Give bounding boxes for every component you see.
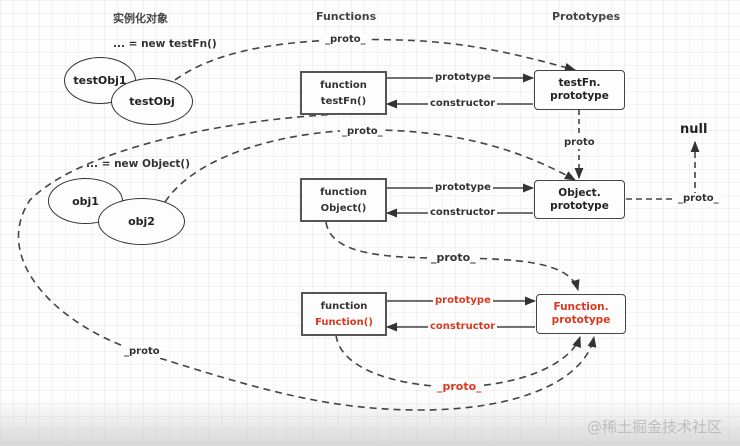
instance-obj2[interactable]: obj2 (98, 198, 185, 245)
instance-testobj[interactable]: testObj (111, 78, 193, 125)
prototype-box-testfn[interactable]: testFn. prototype (534, 70, 625, 110)
prototype-label: prototype (550, 90, 609, 102)
edge-object-prototype-null (626, 140, 700, 200)
prototype-box-function[interactable]: Function. prototype (536, 294, 626, 334)
function-name: testFn() (320, 95, 367, 107)
column-title-instances: 实例化对象 (113, 12, 168, 25)
caption-new-object: ... = new Object() (86, 158, 191, 170)
label-object-constructor: constructor (428, 207, 498, 219)
function-keyword: function (320, 79, 367, 91)
prototype-label: prototype (550, 199, 609, 212)
label-function-fn-proto: _proto_ (435, 380, 484, 393)
watermark: @稀土掘金技术社区 (587, 418, 723, 436)
function-keyword: function (320, 300, 368, 312)
label-function-prototype: prototype (433, 295, 493, 307)
label-object-prototype: prototype (433, 182, 493, 194)
prototype-owner: Object. (558, 186, 601, 199)
label-testfn-constructor: constructor (428, 98, 498, 110)
function-box-function[interactable]: function Function() (301, 292, 387, 336)
prototype-owner: testFn. (558, 77, 601, 89)
prototype-label: prototype (551, 314, 611, 326)
label-obj2-proto: _proto_ (340, 126, 385, 138)
prototype-box-object[interactable]: Object. prototype (534, 180, 625, 219)
label-object-prototype-null: _proto_ (676, 193, 721, 205)
caption-new-testfn: ... = new testFn() (113, 38, 217, 50)
edge-object-fn-proto (325, 221, 580, 292)
edge-function-fn-proto (335, 334, 581, 388)
label-testfn-fn-proto: _proto (122, 346, 162, 358)
column-title-functions: Functions (316, 10, 377, 23)
label-testfn-prototype-proto: proto (562, 137, 597, 149)
label-testfn-prototype: prototype (433, 72, 493, 84)
function-keyword: function (320, 186, 367, 198)
function-box-testfn[interactable]: function testFn() (300, 71, 387, 115)
column-title-prototypes: Prototypes (552, 10, 621, 23)
prototype-owner: Function. (553, 301, 609, 313)
edge-testfn-fn-proto (17, 113, 597, 411)
label-function-constructor: constructor (428, 321, 498, 333)
function-box-object[interactable]: function Object() (300, 178, 387, 222)
label-testobj-proto: _proto_ (323, 34, 368, 46)
function-name: Object() (320, 202, 367, 214)
null-label: null (680, 122, 708, 137)
label-object-fn-proto: _proto_ (429, 251, 478, 264)
function-name: Function() (315, 316, 373, 328)
edge-testobj-proto (174, 38, 577, 81)
